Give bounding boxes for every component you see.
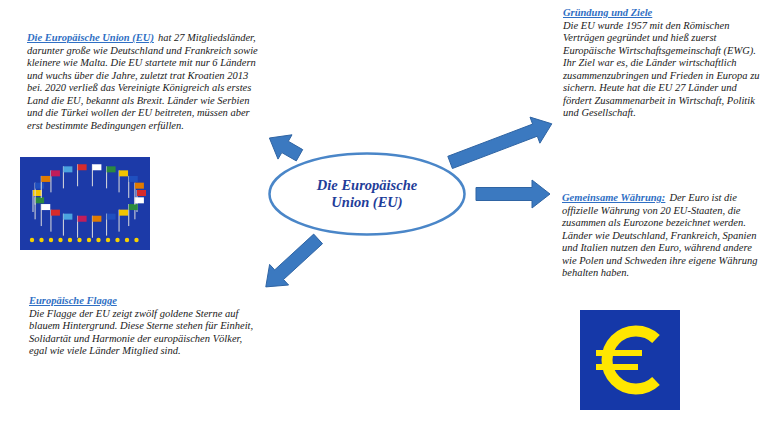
ellipse-border: [270, 154, 465, 235]
central-ellipse: Die Europäische Union (EU): [268, 152, 466, 236]
star-dot: [115, 238, 119, 242]
star-dot: [68, 238, 72, 242]
euro-bar: [596, 350, 642, 356]
block-body: Der Euro ist die offizielle Währung von …: [562, 192, 758, 278]
small-flag: [51, 170, 60, 176]
text-block: Europäische FlaggeDie Flagge der EU zeig…: [29, 295, 257, 358]
small-flag: [35, 183, 44, 189]
small-flag: [119, 210, 128, 216]
small-flag: [137, 190, 146, 196]
euro-picture: [580, 310, 680, 410]
eu-flags-picture: [20, 157, 150, 250]
small-flag: [63, 214, 72, 220]
block-body: Die Flagge der EU zeigt zwölf goldene St…: [29, 308, 257, 358]
euro-bar: [596, 364, 638, 370]
eu-info-block: Die Europäische Union (EU)hat 27 Mitglie…: [27, 32, 259, 132]
small-flag: [33, 190, 42, 196]
small-flag: [107, 166, 116, 172]
block-heading: Europäische Flagge: [29, 295, 253, 308]
small-flag: [107, 214, 116, 220]
flag-picture-ground: [20, 157, 150, 250]
small-flag: [63, 166, 72, 172]
star-dot: [96, 238, 100, 242]
flag-ring: [30, 164, 146, 242]
block-arrow: [476, 180, 550, 208]
currency-block: Gemeinsame Währung:Der Euro ist die offi…: [562, 192, 762, 280]
block-heading: Gemeinsame Währung:: [562, 192, 665, 203]
star-dot: [106, 238, 110, 242]
small-flag: [78, 164, 87, 170]
block-body: hat 27 Mitgliedsländer, darunter große w…: [27, 32, 258, 131]
small-flag: [41, 176, 50, 182]
star-dot: [134, 238, 138, 242]
small-flag: [35, 197, 44, 203]
small-flag: [135, 197, 144, 203]
star-dot: [39, 238, 43, 242]
star-dot: [77, 238, 81, 242]
block-arrow: [266, 234, 323, 287]
flag-block: Europäische FlaggeDie Flagge der EU zeig…: [29, 295, 257, 358]
small-flag: [78, 216, 87, 222]
central-title: Die Europäische Union (EU): [298, 177, 436, 211]
small-flag: [92, 216, 101, 222]
small-flag: [51, 210, 60, 216]
euro-arc: [607, 331, 656, 389]
small-flag: [41, 204, 50, 210]
block-heading: Gründung und Ziele: [563, 7, 757, 20]
small-flag: [129, 204, 138, 210]
star-dot: [58, 238, 62, 242]
star-dot: [30, 238, 34, 242]
small-flag: [129, 176, 138, 182]
block-arrow: [448, 117, 552, 168]
block-arrow: [269, 135, 302, 161]
small-flag: [119, 170, 128, 176]
small-flag: [135, 183, 144, 189]
block-body: Die EU wurde 1957 mit den Römischen Vert…: [563, 20, 761, 120]
text-block: Gründung und ZieleDie EU wurde 1957 mit …: [563, 7, 761, 120]
text-block: Gemeinsame Währung:Der Euro ist die offi…: [562, 192, 762, 280]
star-dot: [125, 238, 129, 242]
text-block: Die Europäische Union (EU)hat 27 Mitglie…: [27, 32, 259, 132]
star-dot: [49, 238, 53, 242]
star-dot: [87, 238, 91, 242]
block-heading: Die Europäische Union (EU): [27, 32, 154, 43]
euro-picture-ground: [580, 310, 680, 410]
founding-block: Gründung und ZieleDie EU wurde 1957 mit …: [563, 7, 761, 120]
small-flag: [92, 164, 101, 170]
